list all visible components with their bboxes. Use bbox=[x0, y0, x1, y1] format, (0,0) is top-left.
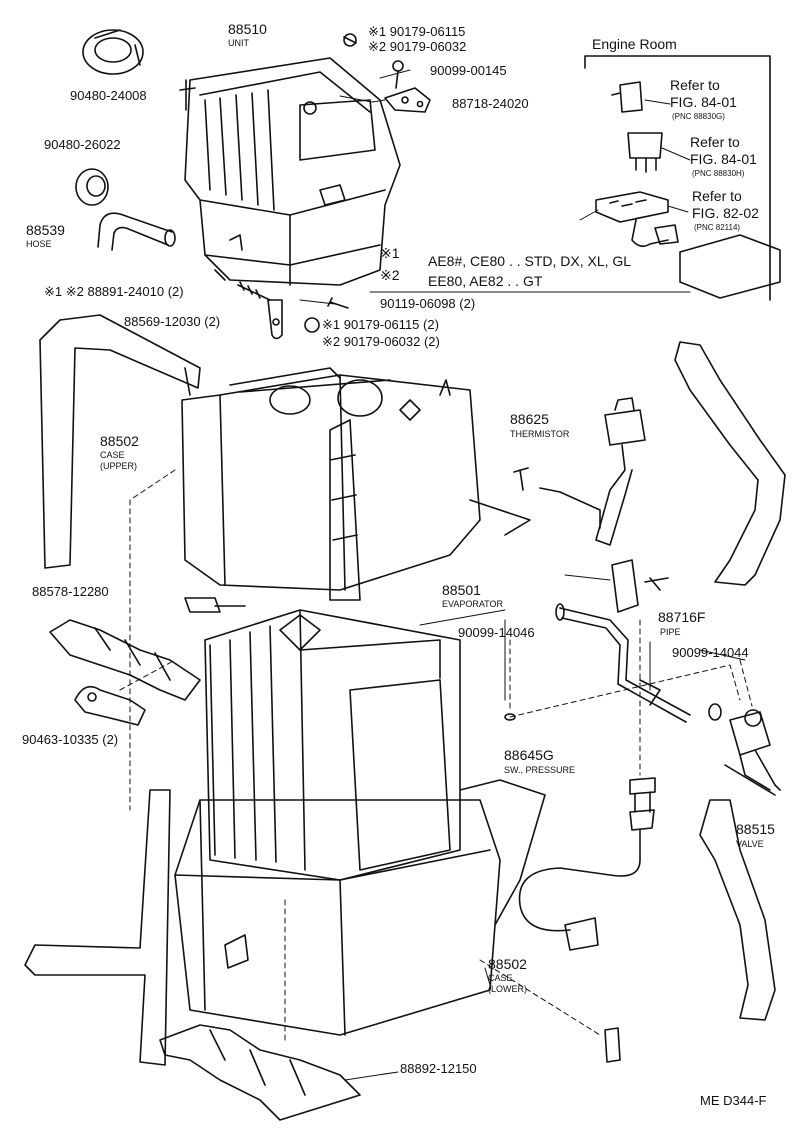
ref3-fig: FIG. 82-02 bbox=[692, 205, 759, 221]
case-lower-88502 bbox=[174, 779, 546, 1036]
label-88515-name: VALVE bbox=[736, 839, 764, 849]
guide-lines bbox=[119, 469, 753, 1041]
label-88645G-num: 88645G bbox=[504, 747, 554, 763]
o-ring-90099-14046 bbox=[504, 713, 516, 721]
label-88502-upper-qual: (UPPER) bbox=[100, 461, 138, 471]
label-88510-num: 88510 bbox=[228, 21, 267, 37]
ref3-pnc: (PNC 82114) bbox=[694, 223, 741, 232]
bracket-mid-right bbox=[611, 559, 669, 613]
ref2-pnc: (PNC 88830H) bbox=[692, 169, 745, 178]
label-88501-name: EVAPORATOR bbox=[442, 599, 504, 609]
grommet-90480-26022 bbox=[75, 168, 109, 206]
label-88716F-name: PIPE bbox=[660, 627, 681, 637]
label-88539-name: HOSE bbox=[26, 239, 52, 249]
engine-room-title: Engine Room bbox=[592, 36, 677, 52]
label-90099-00145: 90099-00145 bbox=[430, 63, 507, 78]
valve-88515 bbox=[724, 709, 781, 796]
ref2-refer: Refer to bbox=[690, 134, 740, 150]
label-90099-14044: 90099-14044 bbox=[672, 645, 749, 660]
label-90179-06032-bot: ※2 90179-06032 (2) bbox=[322, 334, 440, 349]
note2-text: EE80, AE82 . . GT bbox=[428, 273, 543, 289]
leader-lines bbox=[299, 69, 746, 1081]
label-90179-06115-top: ※1 90179-06115 bbox=[368, 24, 466, 39]
o-ring-90099-14044 bbox=[708, 703, 722, 721]
thermistor-88625 bbox=[539, 397, 646, 546]
label-88891-24010: ※1 ※2 88891-24010 (2) bbox=[44, 284, 184, 299]
ref3-refer: Refer to bbox=[692, 188, 742, 204]
label-88502-lower-num: 88502 bbox=[488, 956, 527, 972]
label-88502-lower-name: CASE bbox=[488, 973, 513, 983]
label-88645G-name: SW., PRESSURE bbox=[504, 765, 576, 775]
clip-bottom-right bbox=[604, 1027, 621, 1063]
clip-88569-12030 bbox=[267, 299, 283, 340]
label-88718-24020: 88718-24020 bbox=[452, 96, 529, 111]
evaporator-88501 bbox=[184, 597, 461, 881]
label-88510-name: UNIT bbox=[228, 38, 249, 48]
unit-88510-drawing bbox=[179, 57, 401, 286]
ref2-fig: FIG. 84-01 bbox=[690, 151, 757, 167]
label-88625-num: 88625 bbox=[510, 411, 549, 427]
ref1-fig: FIG. 84-01 bbox=[670, 94, 737, 110]
pipe-88716F bbox=[555, 603, 691, 723]
ref1-refer: Refer to bbox=[670, 77, 720, 93]
label-88502-upper-name: CASE bbox=[100, 450, 125, 460]
label-90099-14046: 90099-14046 bbox=[458, 625, 535, 640]
case-upper-88502 bbox=[181, 367, 531, 601]
label-88625-name: THERMISTOR bbox=[510, 429, 570, 439]
screw-90099-00145 bbox=[392, 60, 404, 89]
hose-right-lower bbox=[699, 799, 776, 1021]
clamp-88892-12150 bbox=[159, 1024, 361, 1121]
pressure-switch-88645G bbox=[518, 777, 656, 951]
note2-mark: ※2 bbox=[380, 267, 400, 283]
label-88502-upper-num: 88502 bbox=[100, 433, 139, 449]
hose-88539 bbox=[97, 212, 176, 251]
hose-left-lower bbox=[24, 789, 171, 1066]
note1-mark: ※1 bbox=[380, 245, 400, 261]
nut-bottom bbox=[304, 317, 320, 333]
label-88539-num: 88539 bbox=[26, 222, 65, 238]
ref1-pnc: (PNC 88830G) bbox=[672, 112, 725, 121]
label-88502-lower-qual: (LOWER) bbox=[488, 984, 527, 994]
label-90480-26022: 90480-26022 bbox=[44, 137, 121, 152]
screw-thermistor bbox=[513, 467, 529, 491]
label-90480-24008: 90480-24008 bbox=[70, 88, 147, 103]
hose-left-upper bbox=[39, 314, 201, 569]
label-90179-06032-top: ※2 90179-06032 bbox=[368, 39, 467, 54]
label-88716F-num: 88716F bbox=[658, 609, 706, 625]
bracket-88718-24020 bbox=[384, 87, 431, 113]
screw-90119-06098 bbox=[327, 297, 349, 309]
nut-top bbox=[343, 33, 357, 47]
label-88578-12280: 88578-12280 bbox=[32, 584, 109, 599]
label-90119-06098: 90119-06098 (2) bbox=[380, 296, 476, 311]
label-88515-num: 88515 bbox=[736, 821, 775, 837]
clamp-90463-10335 bbox=[74, 685, 146, 726]
engine-room-box bbox=[584, 55, 781, 301]
diagram-code: ME D344-F bbox=[700, 1093, 767, 1108]
label-90179-06115-bot: ※1 90179-06115 (2) bbox=[322, 317, 439, 332]
hose-right bbox=[674, 341, 786, 586]
label-90463-10335: 90463-10335 (2) bbox=[22, 732, 119, 747]
bolt-88891-24010 bbox=[237, 281, 271, 301]
label-88569-12030: 88569-12030 (2) bbox=[124, 314, 221, 329]
grommet-90480-24008 bbox=[82, 29, 144, 75]
clamp-88578-12280 bbox=[49, 619, 201, 701]
label-88501-num: 88501 bbox=[442, 582, 481, 598]
label-88892-12150: 88892-12150 bbox=[400, 1061, 477, 1076]
note1-text: AE8#, CE80 . . STD, DX, XL, GL bbox=[428, 253, 632, 269]
